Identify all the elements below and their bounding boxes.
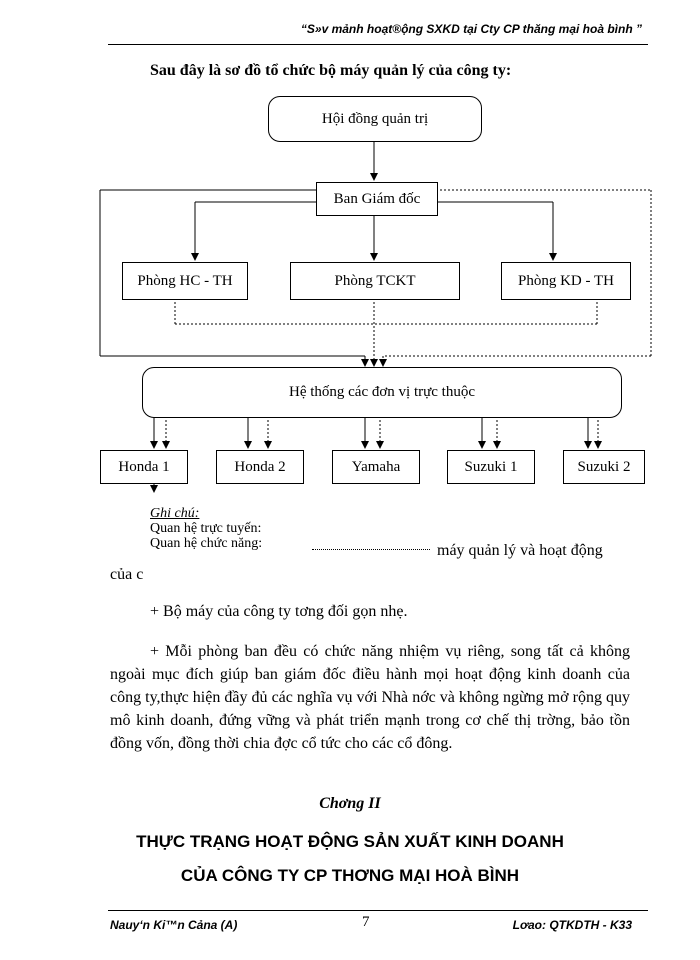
section-title-2: CỦA CÔNG TY CP THƠNG MẠI HOÀ BÌNH (180, 866, 520, 885)
legend-online: Quan hệ trực tuyến: (150, 521, 262, 536)
legend-dotted-line (312, 549, 430, 550)
org-box-unit: Suzuki 2 (563, 450, 645, 484)
section-title-1: THỰC TRẠNG HOẠT ĐỘNG SẢN XUẤT KINH DOANH (136, 832, 564, 851)
org-box-unit: Honda 1 (100, 450, 188, 484)
chapter-heading: Chơng II (319, 795, 381, 812)
org-box-unit: Honda 2 (216, 450, 304, 484)
paragraph-1: + Bộ máy của công ty tơng đối gọn nhẹ. (150, 603, 408, 620)
org-box-dept-tckt: Phòng TCKT (290, 262, 460, 300)
footer-author: Nauy‘n Ki™n Cảna (A) (110, 918, 238, 932)
org-box-dept-kd: Phòng KD - TH (501, 262, 631, 300)
org-box-units-system: Hệ thống các đơn vị trực thuộc (142, 367, 622, 418)
org-box-board: Hội đồng quản trị (268, 96, 482, 142)
footer-rule (108, 910, 648, 911)
paragraph-2: + Mỗi phòng ban đều có chức năng nhiệm v… (110, 643, 630, 752)
running-header: “S»v mảnh hoạt®ộng SXKD tại Cty CP thăng… (300, 22, 642, 36)
body-line-tail: máy quản lý và hoạt động (437, 542, 603, 559)
page-number: 7 (362, 914, 370, 930)
footer-class: Lơao: QTKDTH - K33 (512, 918, 632, 932)
org-box-directors: Ban Giám đốc (316, 182, 438, 216)
legend-title: Ghi chú: (150, 506, 200, 521)
org-box-unit: Suzuki 1 (447, 450, 535, 484)
header-rule (108, 44, 648, 45)
body-line-head: của c (110, 566, 144, 583)
legend-functional: Quan hệ chức năng: (150, 536, 263, 551)
intro-text: Sau đây là sơ đồ tổ chức bộ máy quản lý … (150, 62, 512, 79)
org-chart-connectors (99, 140, 652, 493)
org-box-unit: Yamaha (332, 450, 420, 484)
org-box-dept-hc: Phòng HC - TH (122, 262, 248, 300)
